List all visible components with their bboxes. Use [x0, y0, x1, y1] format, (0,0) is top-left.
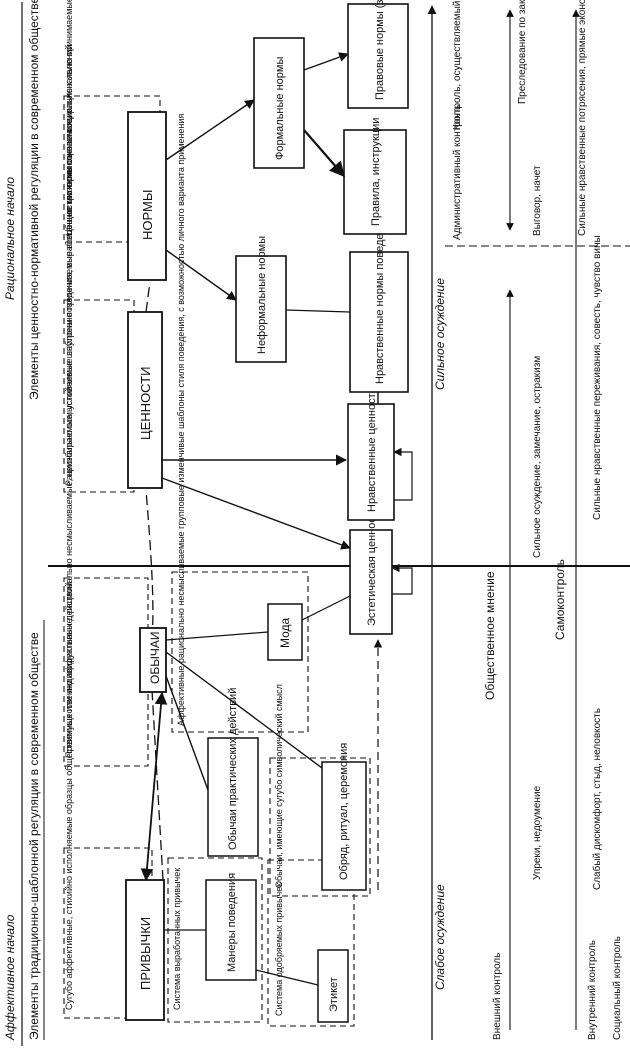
svg-text:Правила, инструкции: Правила, инструкции: [370, 118, 382, 226]
customs-practical-link: [165, 675, 209, 791]
svg-text:ЦЕННОСТИ: ЦЕННОСТИ: [138, 367, 153, 440]
traditional-regulation-label: Элементы традиционно-шаблонной регуляции…: [27, 632, 41, 1040]
svg-text:Этикет: Этикет: [328, 977, 340, 1012]
values-description-box: [63, 299, 135, 493]
administrative-control-label: Административный контроль: [452, 105, 463, 240]
manners-etiquette-link: [255, 969, 319, 986]
svg-text:Обряд, ритуал, церемония: Обряд, ритуал, церемония: [338, 743, 350, 880]
formal-legal-arrow: [303, 52, 349, 71]
customs-description-box: [63, 577, 149, 767]
values-aesthetic-arrow: [161, 477, 351, 550]
special-control-label: Контроль, осуществляемый специальными ор…: [452, 0, 463, 130]
customs-block: ОБЫЧАИ: [139, 627, 167, 693]
customs-fashion-link: [165, 631, 269, 641]
external-control-label: Внешний контроль: [492, 953, 503, 1040]
rite-block: Обряд, ритуал, церемония: [321, 743, 367, 891]
svg-text:ОБЫЧАИ: ОБЫЧАИ: [148, 632, 162, 684]
fashion-group-box: [171, 571, 309, 733]
informal-moral-link: [285, 309, 351, 313]
manners-group-box: [167, 857, 263, 1023]
fashion-block: Мода: [267, 603, 303, 661]
customs-rite-link: [165, 651, 323, 769]
weak-discomfort-label: Слабый дискомфорт, стыд, неловкость: [591, 708, 603, 890]
values-block: ЦЕННОСТИ: [127, 311, 163, 489]
svg-text:Правовые нормы (законы): Правовые нормы (законы): [374, 0, 386, 100]
rules-block: Правила, инструкции: [343, 118, 407, 235]
social-control-label: Социальный контроль: [612, 936, 623, 1040]
etiquette-block: Этикет: [317, 949, 349, 1023]
customs-description: Преимущественно аффективные, рационально…: [64, 110, 74, 758]
moral-values-feedback-arrow: [393, 447, 413, 501]
moral-norms-block: Нравственные нормы поведения (нравы): [349, 173, 409, 393]
prosecution-label: Преследование по закону, штраф, лишение …: [516, 0, 528, 104]
svg-text:Формальные нормы: Формальные нормы: [274, 57, 286, 160]
moral-shock-label: Сильные нравственные потрясения, прямые …: [576, 0, 588, 236]
svg-text:Неформальные нормы: Неформальные нормы: [256, 236, 268, 354]
manners-block: Манеры поведения: [205, 873, 257, 981]
public-opinion-label: Общественное мнение: [483, 571, 497, 700]
aesthetic-feedback-arrow: [391, 563, 413, 595]
svg-text:Нравственные ценности: Нравственные ценности: [366, 387, 378, 512]
values-description: Рационально осмысливаемые внутренне прин…: [64, 45, 74, 486]
weak-condemnation-label: Слабое осуждение: [433, 884, 447, 990]
formal-norms-block: Формальные нормы: [253, 37, 305, 169]
rite-description: Обычаи, имеющие сугубо символический смы…: [274, 684, 284, 888]
norms-description-box: [63, 95, 161, 243]
fashion-aesthetic-link: [301, 595, 351, 621]
rational-beginning-label: Рациональное начало: [3, 177, 17, 300]
internal-control-label: Внутренний контроль: [587, 940, 598, 1040]
moral-values-block: Нравственные ценности: [347, 387, 395, 521]
legal-norms-block: Правовые нормы (законы): [347, 0, 409, 109]
values-norms-spine: [145, 281, 151, 313]
svg-text:Манеры поведения: Манеры поведения: [226, 873, 238, 972]
manners-description: Система выработанных привычек: [172, 868, 182, 1010]
habits-description: Сугубо аффективные, стихийно исполняемые…: [64, 582, 74, 1010]
formal-rules-arrow: [303, 129, 346, 178]
norms-description: Ценностно-осмысливаемые, рационально при…: [64, 0, 74, 236]
svg-text:НОРМЫ: НОРМЫ: [140, 190, 155, 240]
practical-customs-block: Обычаи практических действий: [207, 688, 259, 857]
svg-text:Мода: Мода: [278, 617, 292, 648]
svg-text:Эстетическая ценность: Эстетическая ценность: [366, 506, 378, 626]
fashion-description: Аффективные рационально несмысливаемые г…: [176, 114, 186, 726]
reprimand-label: Выговор, начет: [532, 165, 543, 236]
norms-block: НОРМЫ: [127, 111, 167, 281]
norms-formal-arrow: [165, 99, 255, 161]
self-control-label: Самоконтроль: [553, 559, 567, 640]
habits-customs-arrow: [140, 691, 168, 882]
svg-text:Обычаи практических действий: Обычаи практических действий: [227, 688, 239, 850]
reproach-label: Упреки, недоумение: [532, 785, 543, 880]
strong-experience-label: Сильные нравственные переживания, совест…: [592, 235, 603, 520]
svg-text:ПРИВЫЧКИ: ПРИВЫЧКИ: [138, 917, 153, 990]
informal-norms-block: Неформальные нормы: [235, 236, 287, 363]
affective-beginning-label: Аффективное начало: [3, 914, 17, 1041]
norms-informal-arrow: [165, 249, 237, 301]
strong-condemnation-label: Сильное осуждение: [433, 278, 447, 390]
value-regulation-label: Элементы ценностно-нормативной регуляции…: [27, 0, 41, 400]
etiquette-group-box: [267, 859, 355, 1027]
rite-group-box: [269, 757, 371, 897]
etiquette-description: Система одобряемых привычек: [274, 883, 284, 1016]
aesthetic-value-block: Эстетическая ценность: [349, 506, 393, 635]
habits-block: ПРИВЫЧКИ: [125, 879, 165, 1021]
condemnation-remark-label: Сильное осуждение, замечание, остракизм: [532, 356, 543, 558]
